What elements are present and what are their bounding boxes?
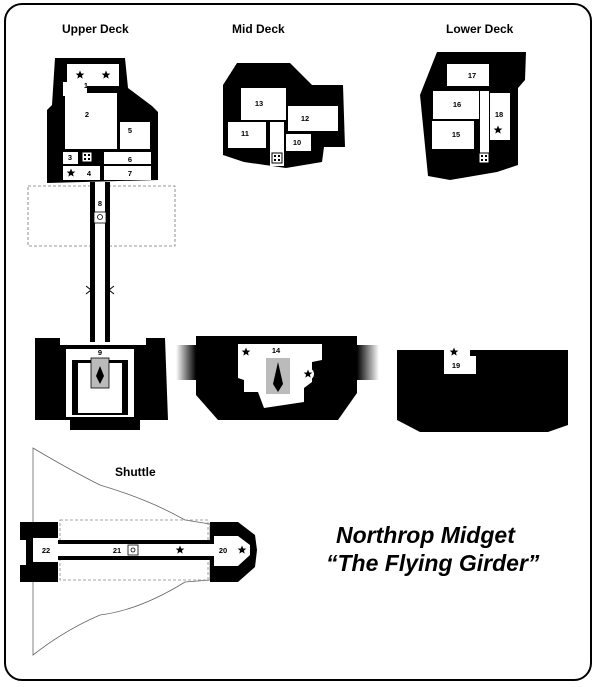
star-icon (65, 167, 77, 179)
room-22 (33, 538, 58, 562)
lower-deck-title: Lower Deck (446, 22, 514, 36)
room-20 (214, 536, 250, 566)
side-view-bridge: 14 (176, 336, 379, 420)
svg-text:18: 18 (495, 110, 503, 119)
svg-text:2: 2 (85, 110, 89, 119)
svg-text:20: 20 (219, 546, 227, 555)
svg-text:5: 5 (128, 126, 132, 135)
room-11 (228, 122, 266, 148)
star-icon (74, 69, 86, 81)
console-icon (271, 152, 283, 164)
console-icon (81, 151, 93, 163)
room-15 (432, 121, 474, 149)
svg-text:17: 17 (468, 71, 476, 80)
svg-text:14: 14 (272, 346, 281, 355)
svg-text:11: 11 (241, 129, 249, 138)
star-icon (236, 544, 248, 556)
console-icon (478, 152, 490, 164)
lower-deck-plan: 17 16 15 18 (420, 52, 526, 180)
svg-text:15: 15 (452, 130, 460, 139)
svg-text:1: 1 (84, 81, 88, 90)
break-mark (85, 285, 115, 295)
star-icon (492, 124, 504, 136)
side-view-lower: 19 (397, 342, 568, 432)
star-icon (448, 346, 460, 358)
mid-deck-title: Mid Deck (232, 22, 285, 36)
ship-name: Northrop Midget (336, 522, 515, 548)
shuttle-title: Shuttle (115, 465, 156, 479)
page-frame (4, 3, 592, 681)
star-icon (100, 69, 112, 81)
svg-text:10: 10 (293, 138, 301, 147)
svg-text:19: 19 (452, 361, 460, 370)
star-icon (240, 346, 252, 358)
ship-nickname: “The Flying Girder” (326, 550, 540, 576)
room-12 (288, 106, 338, 131)
upper-deck-plan: 1 2 5 3 4 6 7 8 (27, 58, 176, 342)
star-icon (174, 544, 186, 556)
svg-text:13: 13 (255, 99, 263, 108)
room-10 (286, 134, 311, 151)
svg-text:4: 4 (87, 169, 92, 178)
room-3 (63, 152, 78, 164)
svg-text:6: 6 (128, 155, 132, 164)
room-6 (104, 152, 151, 164)
room-16 (433, 91, 479, 119)
svg-text:16: 16 (453, 100, 461, 109)
mid-deck-plan: 13 11 12 10 (223, 63, 345, 168)
upper-deck-title: Upper Deck (62, 22, 129, 36)
room-7 (104, 166, 151, 180)
room-2 (65, 93, 117, 149)
svg-text:21: 21 (113, 546, 121, 555)
shuttle-plan: 22 21 20 (20, 447, 257, 656)
svg-text:22: 22 (42, 546, 50, 555)
room-5 (120, 122, 150, 149)
svg-text:9: 9 (98, 348, 102, 357)
svg-text:8: 8 (98, 199, 102, 208)
room-13 (241, 88, 286, 120)
svg-text:7: 7 (128, 169, 132, 178)
room-17 (447, 64, 489, 86)
star-icon (302, 368, 314, 380)
side-view-engineering: 9 (35, 338, 168, 430)
svg-text:12: 12 (301, 114, 309, 123)
svg-text:3: 3 (68, 153, 72, 162)
